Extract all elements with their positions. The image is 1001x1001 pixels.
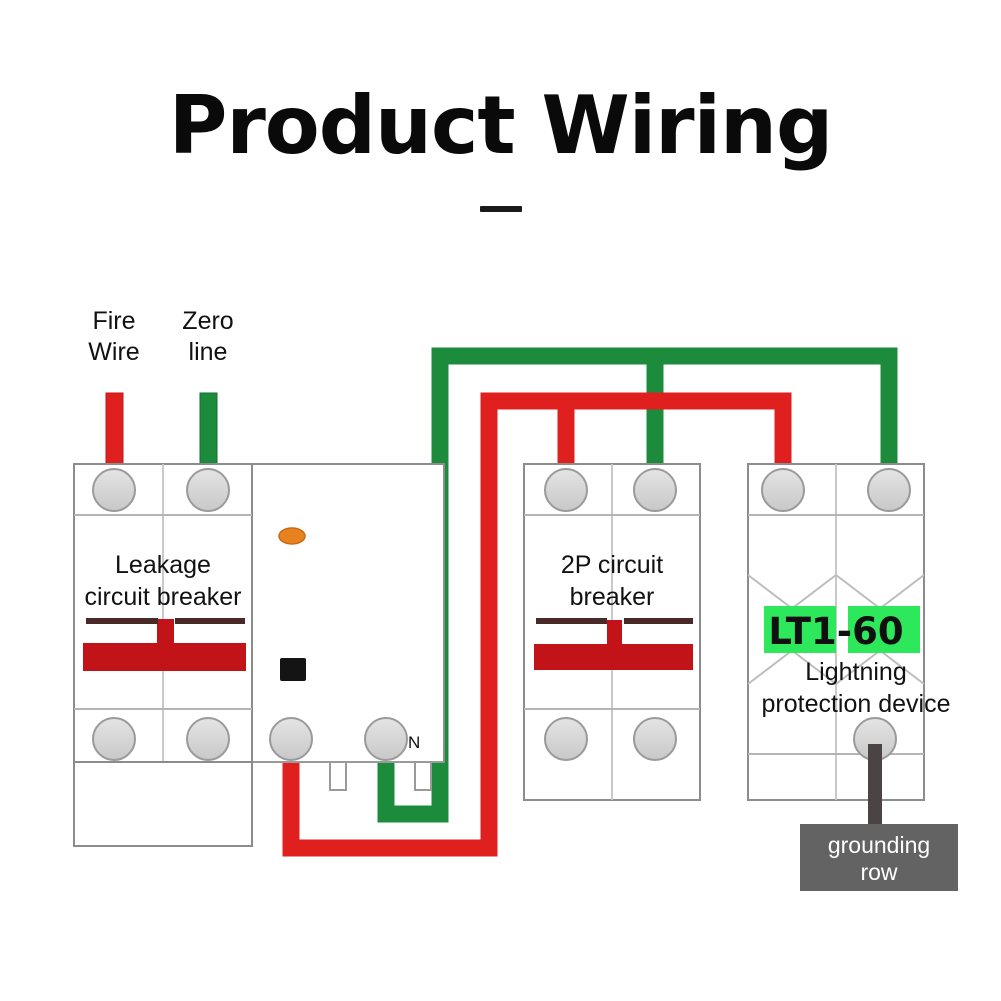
- leakage-terminal-out-L[interactable]: [269, 717, 313, 761]
- wiring-diagram: Fire Wire Zero line: [0, 262, 1001, 922]
- lpd-label-line1: Lightning: [805, 658, 906, 686]
- leakage-breaker-label-line2: circuit breaker: [85, 583, 242, 611]
- grounding-row-box: [800, 824, 958, 891]
- neutral-terminal-label: N: [408, 733, 420, 752]
- lpd-model-label: LT1-60: [768, 610, 903, 653]
- 2p-terminal-out-L[interactable]: [544, 717, 588, 761]
- zero-line-label: Zero line: [182, 307, 233, 366]
- 2p-breaker-label-line2: breaker: [570, 583, 655, 611]
- lpd-terminal-in-N[interactable]: [867, 468, 911, 512]
- leakage-breaker-lever[interactable]: [83, 618, 246, 671]
- page-title: Product Wiring: [168, 79, 834, 172]
- leakage-breaker-label-line1: Leakage: [115, 551, 211, 579]
- zero-line-label-line2: line: [189, 338, 228, 366]
- lpd-label-line2: protection device: [761, 690, 950, 718]
- grounding-row[interactable]: grounding row: [800, 824, 958, 891]
- title-divider: [479, 206, 522, 212]
- fire-wire-label: Fire Wire: [88, 307, 139, 366]
- lpd-status-window-left: [764, 606, 836, 653]
- leakage-module-notch-right: [414, 762, 432, 791]
- black-test-button[interactable]: [280, 658, 306, 681]
- grounding-row-label-line1: grounding: [828, 832, 930, 858]
- leakage-terminal-out-1[interactable]: [92, 717, 136, 761]
- lpd-terminal-in-L[interactable]: [761, 468, 805, 512]
- 2p-terminal-in-N[interactable]: [633, 468, 677, 512]
- leakage-module-notch-left: [329, 762, 347, 791]
- leakage-terminal-in-N[interactable]: [186, 468, 230, 512]
- leakage-breaker-skirt: [73, 761, 253, 847]
- leakage-breaker-rcd-module: [251, 463, 445, 763]
- fire-wire-label-line1: Fire: [92, 307, 135, 335]
- 2p-breaker-lever[interactable]: [534, 618, 693, 670]
- zero-line-input-conductor: [199, 392, 218, 476]
- leakage-terminal-in-L[interactable]: [92, 468, 136, 512]
- lpd-status-window-right: [848, 606, 920, 653]
- 2p-breaker-label-line1: 2P circuit: [561, 551, 663, 579]
- fire-wire-input-conductor: [105, 392, 124, 476]
- lightning-protection-device[interactable]: LT1-60 Lightning protection device: [747, 463, 951, 801]
- zero-line-label-line1: Zero: [182, 307, 233, 335]
- leakage-terminal-out-2[interactable]: [186, 717, 230, 761]
- grounding-row-label-line2: row: [860, 859, 897, 885]
- page-header: Product Wiring: [0, 78, 1001, 212]
- orange-oval-indicator: [278, 527, 306, 545]
- leakage-terminal-out-N[interactable]: [364, 717, 408, 761]
- 2p-terminal-out-N[interactable]: [633, 717, 677, 761]
- 2p-terminal-in-L[interactable]: [544, 468, 588, 512]
- 2p-circuit-breaker[interactable]: 2P circuit breaker: [523, 463, 701, 801]
- leakage-circuit-breaker[interactable]: N Leakage circuit breaker: [73, 463, 445, 847]
- fire-wire-label-line2: Wire: [88, 338, 139, 366]
